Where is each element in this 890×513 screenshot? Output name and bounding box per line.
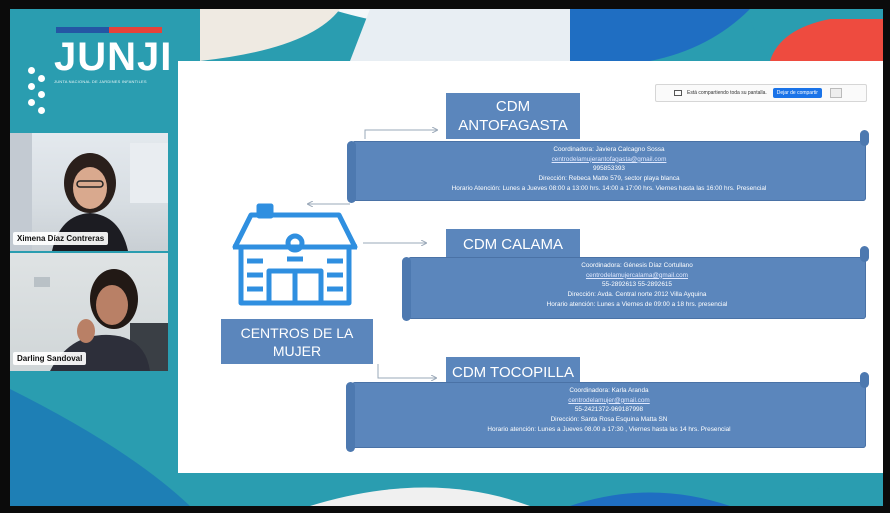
email-link[interactable]: centrodelamujer@gmail.com	[568, 396, 650, 404]
centros-de-la-mujer-label: CENTROS DE LA MUJER	[221, 319, 373, 364]
address-line: Dirección: Santa Rosa Esquina Matta SN	[550, 416, 668, 424]
hours-line: Horario Atención: Lunes a Jueves 08:00 a…	[451, 184, 767, 192]
logo-subtitle: JUNTA NACIONAL DE JARDINES INFANTILES	[54, 79, 147, 84]
scroll-curl-left	[402, 257, 411, 321]
phone-line: 55-2421372-969187998	[574, 406, 644, 414]
junji-logo: JUNJI JUNTA NACIONAL DE JARDINES INFANTI…	[54, 27, 174, 107]
participant-video-2[interactable]: Darling Sandoval	[10, 253, 168, 371]
cdm-tocopilla-details: Coordinadora: Karla Aranda centrodelamuj…	[352, 382, 866, 448]
address-line: Dirección: Rebeca Matte 579, sector play…	[538, 175, 680, 183]
cdm-calama-title: CDM CALAMA	[446, 229, 580, 259]
cdm-calama-details: Coordinadora: Génesis Díaz Cortullano ce…	[408, 257, 866, 319]
coordinator-line: Coordinadora: Javiera Calcagno Sossa	[553, 146, 665, 153]
address-line: Dirección: Avda. Central norte 2012 Vill…	[567, 291, 707, 299]
logo-flag-stripes	[56, 27, 162, 33]
participant-name-2: Darling Sandoval	[13, 352, 87, 365]
email-link[interactable]: centrodelamujerantofagasta@gmail.com	[551, 155, 667, 163]
scroll-curl-left	[347, 141, 356, 203]
email-link[interactable]: centrodelamujercalama@gmail.com	[585, 271, 689, 279]
cdm-antofagasta-details: Coordinadora: Javiera Calcagno Sossa cen…	[352, 141, 866, 201]
scroll-curl-right	[860, 372, 869, 388]
scroll-curl-left	[346, 382, 355, 452]
hide-bar-button[interactable]	[829, 88, 842, 98]
scroll-curl-right	[860, 130, 869, 146]
participant-name-1: Ximena Díaz Contreras	[13, 232, 109, 245]
hours-line: Horario atención: Lunes a Viernes de 09:…	[546, 300, 728, 308]
house-icon	[232, 203, 358, 306]
hours-line: Horario atención: Lunes a Jueves 08.00 a…	[487, 425, 731, 433]
stop-sharing-button[interactable]: Dejar de compartir	[772, 88, 822, 98]
coordinator-line: Coordinadora: Karla Aranda	[569, 387, 649, 394]
screen-share-icon	[674, 90, 682, 96]
phone-line: 55-2892613 55-2892615	[601, 281, 672, 289]
participant-video-1[interactable]: Ximena Díaz Contreras	[10, 133, 168, 251]
decorative-dots	[28, 67, 58, 127]
screen-share-bar: Está compartiendo toda su pantalla. Deja…	[655, 84, 867, 102]
logo-title: JUNJI	[54, 35, 173, 79]
coordinator-line: Coordinadora: Génesis Díaz Cortullano	[581, 262, 693, 269]
cdm-antofagasta-title: CDM ANTOFAGASTA	[446, 93, 580, 139]
scroll-curl-right	[860, 246, 869, 262]
share-status-text: Está compartiendo toda su pantalla.	[687, 90, 767, 96]
phone-line: 995853393	[593, 165, 625, 173]
